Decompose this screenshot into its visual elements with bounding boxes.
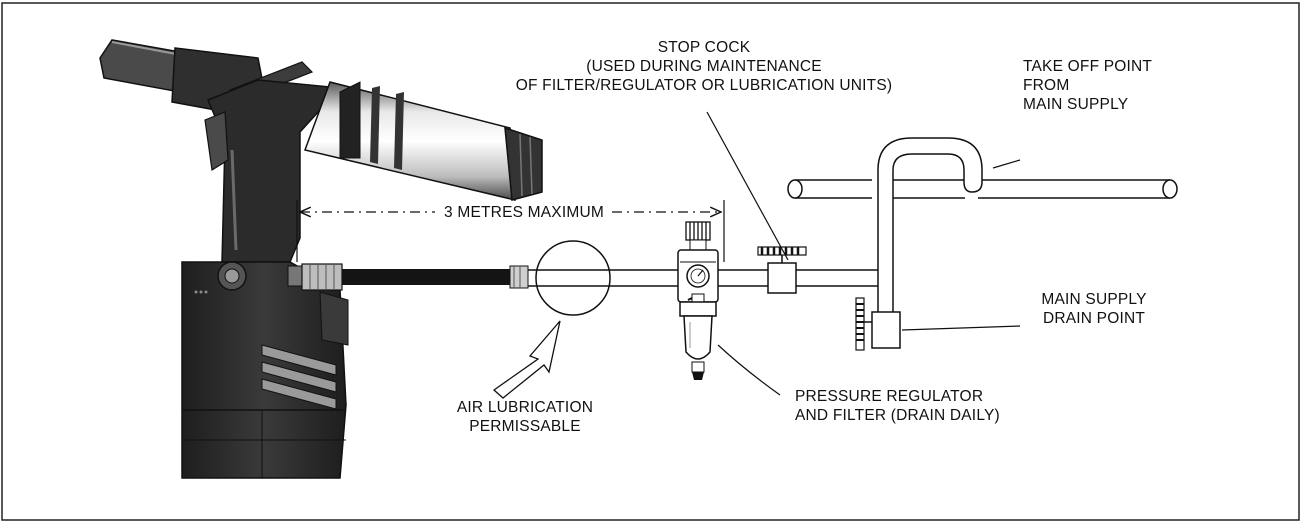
air-lubrication-label: AIR LUBRICATION PERMISSABLE — [456, 399, 594, 435]
feed-pipe — [528, 269, 680, 287]
lubrication-arrow-icon — [492, 320, 561, 399]
main-drain-valve — [871, 311, 901, 349]
take-off-pipe — [877, 137, 983, 312]
air-lubrication-position — [535, 240, 611, 316]
take-off-point-label: TAKE OFF POINT FROM MAIN SUPPLY — [1023, 58, 1153, 113]
stop-cock-valve — [767, 262, 797, 294]
drain-leader — [901, 325, 1021, 331]
rivet-tool-illustration — [99, 39, 543, 479]
filter-regulator-unit — [677, 221, 719, 380]
regulator-leader — [717, 344, 781, 396]
take-off-leader — [992, 159, 1021, 169]
pressure-regulator-label: PRESSURE REGULATOR AND FILTER (DRAIN DAI… — [795, 388, 1000, 424]
main-supply-drain-label: MAIN SUPPLY DRAIN POINT — [1041, 291, 1147, 327]
distance-dimension — [296, 200, 725, 262]
air-hose — [342, 269, 512, 285]
stop-cock-leader — [706, 111, 789, 261]
distance-label: 3 METRES MAXIMUM — [436, 203, 612, 222]
stop-cock-label: STOP COCK (USED DURING MAINTENANCE OF FI… — [515, 39, 893, 94]
hose-coupling — [509, 265, 529, 289]
